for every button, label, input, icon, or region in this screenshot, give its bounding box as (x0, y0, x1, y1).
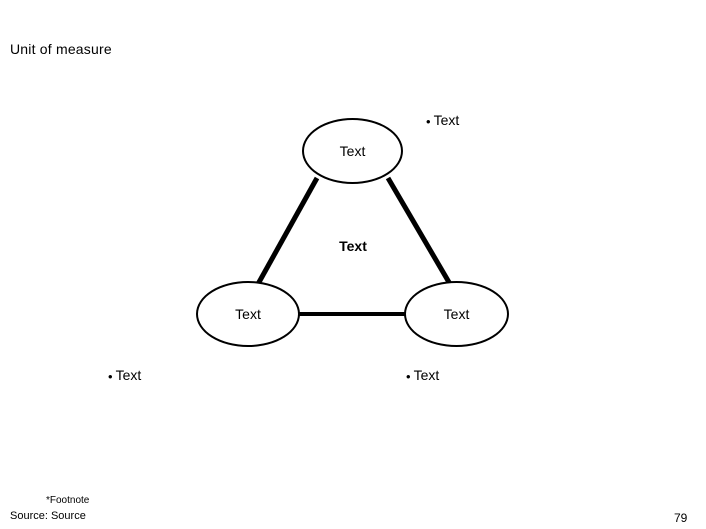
bullet-top: •Text (426, 112, 459, 128)
bullet-bottom-right: •Text (406, 367, 439, 383)
bullet-marker-icon: • (426, 113, 431, 129)
footnote: *Footnote (46, 495, 90, 506)
source-line: Source: Source (10, 510, 86, 522)
bullet-bottom-right-label: Text (413, 367, 440, 383)
node-bottom-right-label: Text (443, 306, 470, 322)
bullet-bottom-left-label: Text (115, 367, 142, 383)
node-bottom-right: Text (404, 281, 509, 347)
bullet-marker-icon: • (108, 368, 113, 384)
bullet-top-label: Text (433, 112, 460, 128)
bullet-bottom-left: •Text (108, 367, 141, 383)
bullet-marker-icon: • (406, 368, 411, 384)
node-top-label: Text (339, 143, 366, 159)
diagram-center-label: Text (339, 238, 367, 254)
node-bottom-left: Text (196, 281, 300, 347)
node-top: Text (302, 118, 403, 184)
page-number: 79 (674, 511, 688, 525)
node-bottom-left-label: Text (235, 306, 261, 322)
page-title: Unit of measure (10, 41, 112, 57)
